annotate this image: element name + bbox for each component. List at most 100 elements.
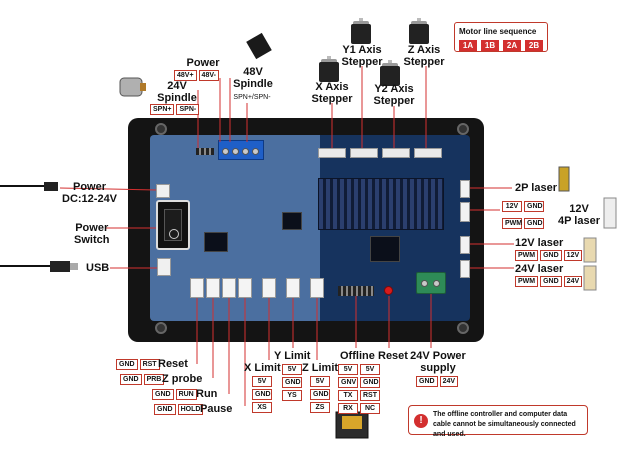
xlimit-tag: GND [252, 389, 272, 400]
spindle-connector [196, 148, 214, 155]
zlimit-tag: ZS [310, 402, 330, 413]
reset-tag: RST [139, 359, 160, 370]
laser-24v-connector [460, 260, 470, 278]
zlimit-tag: 5V [310, 376, 330, 387]
offline-tag: RST [360, 390, 380, 401]
run-tag: RUN [175, 389, 197, 400]
xlimit-tag: XS [252, 402, 272, 413]
dc-jack [156, 184, 170, 198]
x-axis-label: X Axis Stepper [311, 81, 353, 105]
pause-tag: HOLD [177, 404, 204, 415]
y2-axis-label: Y2 Axis Stepper [373, 83, 415, 107]
reset-tag: GND [116, 359, 138, 370]
supply-terminal [416, 272, 446, 294]
zprobe-connector [206, 278, 220, 298]
z-axis-connector [414, 148, 442, 158]
driver-chip [282, 212, 302, 230]
supply-label: 24V Power supply [410, 350, 466, 374]
power-label: Power [186, 57, 220, 69]
mount-hole [457, 123, 469, 135]
seq-tag: 2B [525, 40, 543, 51]
laser4p-tag: GND [524, 218, 544, 229]
y2-stepper-motor-icon [380, 60, 400, 86]
zprobe-tag: GND [120, 374, 142, 385]
y-limit-label: Y Limit [274, 350, 311, 362]
ylimit-tag: 5V [282, 364, 302, 375]
x-limit-label: X Limit [244, 362, 281, 374]
z-limit-connector [310, 278, 324, 298]
mount-hole [457, 322, 469, 334]
laser24-tag: GND [540, 276, 562, 287]
power-tag: 48V+ [174, 70, 197, 81]
screw [232, 148, 239, 155]
x-stepper-motor-icon [319, 56, 339, 82]
laser24-tag: 24V [563, 276, 583, 287]
warning-icon: ! [414, 414, 428, 428]
y1-stepper-motor-icon [351, 18, 371, 44]
offline-tag: NC [360, 403, 380, 414]
spindle-48v-sub: SPN+/SPN- [233, 94, 271, 101]
xlimit-tag: 5V [252, 376, 272, 387]
x-limit-connector [262, 278, 276, 298]
x-axis-connector [318, 148, 346, 158]
mcu-chip [370, 236, 400, 262]
reset-label: Reset [158, 358, 188, 370]
laser12-tag: 12V [563, 250, 583, 261]
offline-tag: GND [360, 377, 380, 388]
z-axis-label: Z Axis Stepper [403, 44, 445, 68]
laser12-tag: PWM [515, 250, 539, 261]
supply-tag: GND [416, 376, 438, 387]
zprobe-label: Z probe [162, 373, 203, 385]
offline-tag: 5V [338, 364, 358, 375]
laser-4p-connector [460, 202, 470, 222]
seq-tag: 2A [503, 40, 521, 51]
reset-button-label: Reset [378, 350, 408, 362]
spindle-tag: SPN- [176, 104, 200, 115]
laser12-tag: GND [540, 250, 562, 261]
spindle-48v-label: 48V Spindle [233, 66, 273, 90]
offline-tag: RX [338, 403, 358, 414]
offline-tag: GNV [338, 377, 358, 388]
ylimit-tag: YS [282, 390, 302, 401]
power-switch [156, 200, 190, 250]
screw [433, 280, 440, 287]
offline-tag: 5V [360, 364, 380, 375]
screw [222, 148, 229, 155]
usb-label: USB [86, 262, 110, 274]
laser-4p-label: 12V 4P laser [557, 203, 600, 227]
offline-connector [338, 286, 374, 296]
seq-tag: 1A [459, 40, 477, 51]
offline-label: Offline [340, 350, 375, 362]
pause-connector [238, 278, 252, 298]
stepper-driver-heatsink [318, 178, 444, 230]
seq-tag: 1B [481, 40, 499, 51]
reset-button [384, 286, 393, 295]
ylimit-tag: GND [282, 377, 302, 388]
run-connector [222, 278, 236, 298]
laser-12v-label: 12V laser [515, 237, 564, 249]
power-terminal [218, 140, 264, 160]
usb-chip [204, 232, 228, 252]
power-dc-label: Power DC:12-24V [62, 181, 118, 205]
motor-sequence-box: Motor line sequence 1A 1B 2A 2B [454, 22, 548, 52]
y1-axis-connector [350, 148, 378, 158]
mount-hole [155, 322, 167, 334]
z-limit-label: Z Limit [302, 362, 339, 374]
screw [421, 280, 428, 287]
pause-label: Pause [200, 403, 233, 415]
run-label: Run [196, 388, 218, 400]
spindle-24v-label: 24V Spindle [157, 80, 197, 104]
y1-axis-label: Y1 Axis Stepper [341, 44, 383, 68]
laser-2p-connector [460, 180, 470, 198]
pause-tag: GND [154, 404, 176, 415]
y-limit-connector [286, 278, 300, 298]
z-stepper-motor-icon [409, 18, 429, 44]
laser-2p-label: 2P laser [515, 182, 558, 194]
motor-sequence-title: Motor line sequence [459, 27, 537, 36]
laser4p-tag: PWM [502, 218, 522, 229]
laser24-tag: PWM [515, 276, 539, 287]
laser-12v-connector [460, 236, 470, 254]
screw [252, 148, 259, 155]
laser-24v-label: 24V laser [515, 263, 564, 275]
